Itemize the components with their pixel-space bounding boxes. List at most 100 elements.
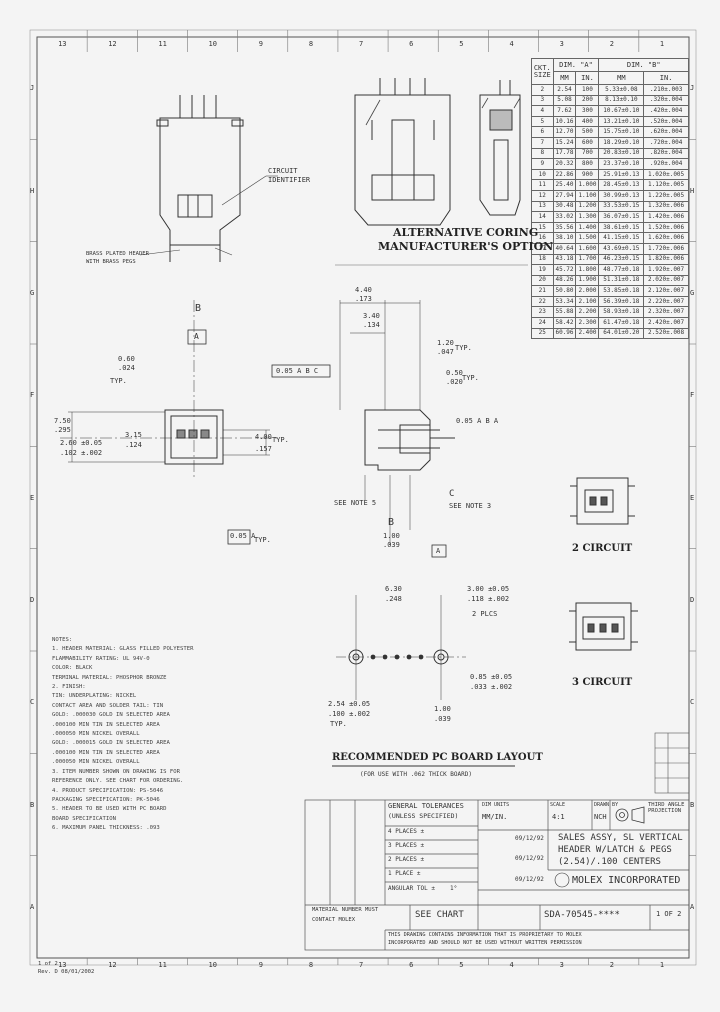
dim-table-cell: 22.86 <box>552 168 577 181</box>
tb-scale: 4:1 <box>552 813 565 821</box>
dim-table-cell: 8 <box>531 147 554 160</box>
dim-table-cell: .920±.004 <box>643 158 689 170</box>
dim-table-cell: 20 <box>531 274 554 287</box>
dim-248: .248 <box>385 595 402 603</box>
dim-table-cell: 5.08 <box>552 94 577 107</box>
dim-630: 6.30 <box>385 585 402 593</box>
dim-table-cell: 22 <box>531 295 554 308</box>
dim-047: .047 <box>437 348 454 356</box>
dim-table-cell: 2.400 <box>575 327 600 340</box>
zone-col-label: 13 <box>58 40 67 48</box>
tb-disclaimer-1: THIS DRAWING CONTAINS INFORMATION THAT I… <box>388 932 582 938</box>
tb-disclaimer-2: INCORPORATED AND SHOULD NOT BE USED WITH… <box>388 940 582 946</box>
dim-table-cell: 20.32 <box>552 158 577 170</box>
dim-table-cell: 12 <box>531 189 554 202</box>
zone-col-label: 12 <box>108 961 117 969</box>
note-line: 1. HEADER MATERIAL: GLASS FILLED POLYEST… <box>52 646 194 653</box>
zone-col-label: 8 <box>308 40 314 48</box>
tb-place-2: 2 PLACES ± <box>388 856 425 863</box>
zone-col-label: 3 <box>559 40 564 48</box>
dim-750: 7.50 <box>54 417 71 425</box>
dim-table-cell: 58.42 <box>552 317 577 329</box>
dim-039b: .039 <box>434 715 451 723</box>
tb-third-angle: THIRD ANGLE PROJECTION <box>648 802 685 814</box>
zone-col-label: 5 <box>459 961 464 969</box>
dim-table-cell: 46.23±0.15 <box>598 253 645 266</box>
tb-title-1: SALES ASSY, SL VERTICAL <box>558 833 683 843</box>
zone-col-label: 10 <box>208 40 217 48</box>
zone-col-label: 9 <box>258 40 263 48</box>
dim-table-cell: 4 <box>531 105 554 117</box>
dim-table-cell: 1.100 <box>575 189 600 202</box>
pcb-layout-sub: (FOR USE WITH .062 THICK BOARD) <box>360 771 472 778</box>
dim-table-cell: 15.75±0.10 <box>598 126 645 138</box>
zone-col-label: 2 <box>609 961 614 969</box>
tb-date-2: 09/12/92 <box>515 855 544 862</box>
dim-530: 1.00 <box>383 532 400 540</box>
note-line: .000100 MIN TIN IN SELECTED AREA <box>52 749 160 756</box>
dim-typ-f: 2 PLCS <box>472 610 498 618</box>
dim-table-cell: 2.020±.007 <box>643 274 689 287</box>
dim-table-cell: .720±.004 <box>643 136 689 149</box>
dim-table-cell: 10 <box>531 168 554 181</box>
dim-table-cell: 900 <box>575 168 600 181</box>
dim-table-cell: 36.07±0.15 <box>598 211 645 223</box>
dim-102: .102 ±.002 <box>60 449 103 457</box>
zone-row-label: B <box>690 800 695 809</box>
datum-e-label: B <box>388 517 395 528</box>
col-ckt-size: CKT.SIZE <box>531 58 554 85</box>
dim-table-cell: 61.47±0.18 <box>598 317 645 329</box>
dim-typ-b: TYP. <box>272 436 289 444</box>
dim-024: .024 <box>118 364 135 372</box>
dim-table-cell: 21 <box>531 285 554 297</box>
circuit-3-label: 3 CIRCUIT <box>572 677 633 688</box>
dim-table-cell: 7.62 <box>552 105 577 117</box>
zone-col-label: 12 <box>108 40 117 48</box>
dim-060: 0.60 <box>118 355 135 363</box>
dim-400: 4.00 <box>255 433 272 441</box>
dim-table-cell: .820±.004 <box>643 147 689 160</box>
dim-table-cell: .210±.003 <box>643 84 689 96</box>
dim-340: 3.40 <box>363 312 380 320</box>
zone-row-label: F <box>690 391 695 400</box>
dim-table-cell: 25.91±0.13 <box>598 168 645 181</box>
dim-020: .020 <box>446 378 463 386</box>
dim-table-cell: 11 <box>531 179 554 191</box>
dim-typ-e: TYP. <box>462 374 479 382</box>
dim-table-cell: 800 <box>575 158 600 170</box>
note-line: 2. FINISH: <box>52 684 86 691</box>
tb-master-1: MATERIAL NUMBER MUST <box>312 907 379 913</box>
dim-table-cell: 2.520±.008 <box>643 327 689 340</box>
dim-050: 0.50 <box>446 369 463 377</box>
dim-table-cell: 2.200 <box>575 306 600 319</box>
datum-a-box-2: A <box>436 547 441 555</box>
third-angle-icon <box>615 806 645 824</box>
zone-col-label: 11 <box>158 961 167 969</box>
dim-table-cell: 56.39±0.18 <box>598 295 645 308</box>
dim-table-cell: 48.26 <box>552 274 577 287</box>
dim-table-cell: 51.31±0.18 <box>598 274 645 287</box>
zone-col-label: 5 <box>459 40 464 48</box>
zone-row-label: E <box>690 493 695 502</box>
dim-table-cell: 25 <box>531 327 554 340</box>
dim-table-cell: 33.02 <box>552 211 577 223</box>
tb-place-1: 1 PLACE ± <box>388 870 421 877</box>
zone-row-label: H <box>30 186 35 195</box>
tb-unless: (UNLESS SPECIFIED) <box>388 812 459 820</box>
datum-b-label: B <box>195 303 202 314</box>
dim-table-cell: 50.80 <box>552 285 577 297</box>
tb-master-2: CONTACT MOLEX <box>312 917 356 923</box>
dim-033: .033 ±.002 <box>470 683 513 691</box>
dim-table-cell: 14 <box>531 211 554 223</box>
zone-col-label: 2 <box>609 40 614 48</box>
tb-doc-number: SDA-70545-**** <box>544 910 620 920</box>
dim-table-cell: 64.01±0.20 <box>598 327 645 340</box>
dim-table-cell: 1.120±.005 <box>643 179 689 191</box>
